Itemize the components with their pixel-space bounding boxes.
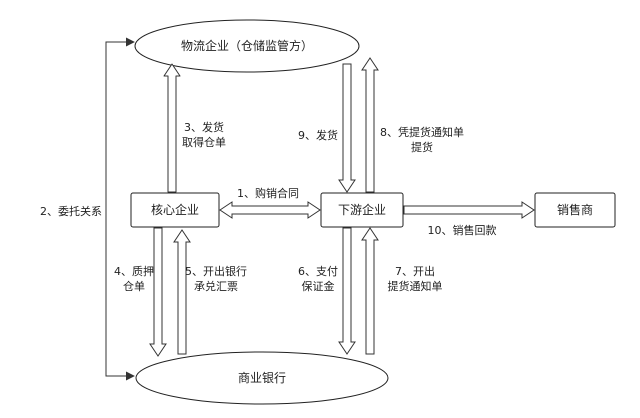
node-seller: 销售商 (534, 192, 616, 228)
edge-1-contract (219, 201, 321, 219)
node-logistics-label: 物流企业（仓储监管方） (181, 38, 313, 53)
edge-5-label-line-2: 承兑汇票 (194, 279, 238, 293)
edge-8-pickup (361, 57, 379, 193)
node-logistics: 物流企业（仓储监管方） (134, 19, 360, 73)
edge-2-entrust (105, 37, 135, 381)
node-downstream-label: 下游企业 (338, 202, 386, 217)
edge-9-label-line-1: 9、发货 (298, 128, 338, 142)
edge-5-label-line-1: 5、开出银行 (185, 264, 247, 278)
edge-4-label-line-2: 仓单 (123, 279, 145, 293)
node-bank: 商业银行 (135, 351, 389, 405)
node-seller-label: 销售商 (557, 202, 593, 217)
node-core: 核心企业 (130, 192, 220, 228)
edge-6-label: 6、支付保证金 (298, 265, 338, 293)
edge-6-arrow (338, 227, 356, 355)
edge-6-deposit (338, 227, 356, 355)
edge-6-label-line-1: 6、支付 (298, 265, 338, 278)
edge-4-arrow (149, 227, 167, 357)
edge-2-label-line-1: 2、委托关系 (40, 204, 102, 218)
edge-7-notice (361, 227, 379, 355)
edge-5-draft (173, 229, 191, 355)
edge-5-label: 5、开出银行承兑汇票 (185, 264, 247, 293)
edge-2-line (105, 37, 135, 381)
edge-1-arrow (219, 201, 321, 219)
edge-3-label-line-2: 取得仓单 (182, 135, 226, 149)
node-downstream: 下游企业 (320, 192, 404, 228)
edge-8-arrow (361, 57, 379, 193)
edge-3-ship-receipt (163, 63, 181, 193)
edge-4-label: 4、质押仓单 (114, 264, 154, 293)
edge-10-arrow (403, 201, 535, 219)
edge-9-label: 9、发货 (298, 128, 338, 142)
node-bank-label: 商业银行 (238, 370, 286, 385)
edge-10-payback (403, 201, 535, 219)
edge-1-label: 1、购销合同 (237, 186, 299, 200)
edge-8-label-line-2: 提货 (411, 140, 433, 154)
edge-9-ship (338, 63, 356, 193)
edge-1-label-line-1: 1、购销合同 (237, 186, 299, 200)
edge-7-label: 7、开出提货通知单 (388, 264, 443, 293)
edge-7-label-line-1: 7、开出 (395, 264, 435, 278)
edge-5-arrow (173, 229, 191, 355)
edge-3-label: 3、发货取得仓单 (182, 120, 226, 149)
node-core-label: 核心企业 (151, 202, 199, 217)
edge-10-label: 10、销售回款 (428, 223, 497, 237)
edge-3-arrow (163, 63, 181, 193)
edge-9-arrow (338, 63, 356, 193)
edge-10-label-line-1: 10、销售回款 (428, 223, 497, 237)
edge-2-label: 2、委托关系 (40, 204, 102, 218)
edge-7-arrow (361, 227, 379, 355)
edge-4-label-line-1: 4、质押 (114, 264, 154, 278)
edge-3-label-line-1: 3、发货 (184, 120, 224, 134)
edge-8-label-line-1: 8、凭提货通知单 (380, 125, 464, 139)
edge-6-label-line-2: 保证金 (302, 279, 335, 293)
edge-4-pledge (149, 227, 167, 357)
edge-8-label: 8、凭提货通知单提货 (380, 125, 464, 154)
edge-7-label-line-2: 提货通知单 (388, 279, 443, 293)
